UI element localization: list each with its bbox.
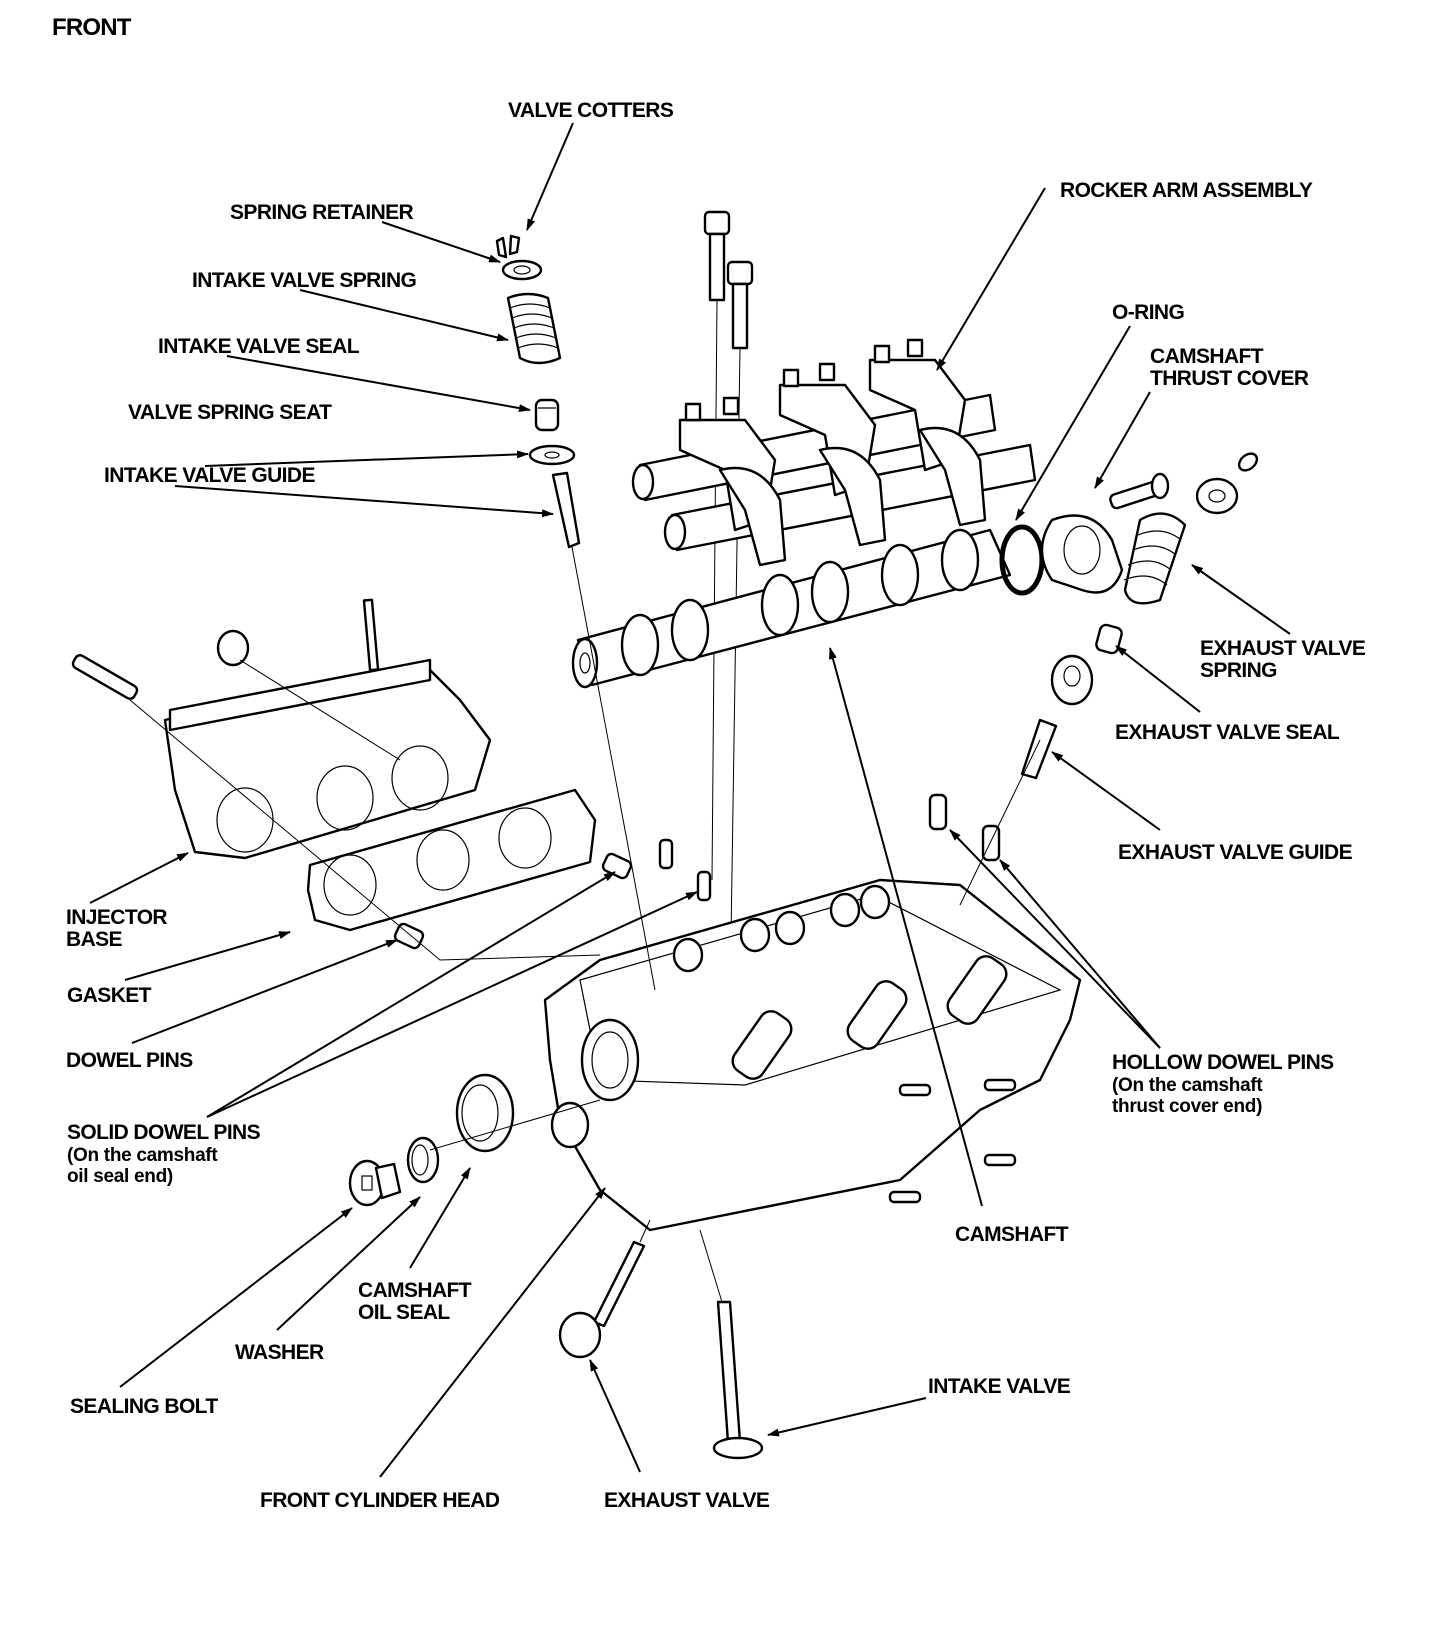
intake-valve-axis bbox=[699, 1229, 723, 1303]
sealing-bolt-part bbox=[348, 1159, 402, 1207]
thrust-cover-bolt-part bbox=[1109, 472, 1170, 510]
leader-valve-cotters bbox=[526, 122, 574, 231]
label-spring-retainer: SPRING RETAINER bbox=[230, 201, 414, 224]
label-exhaust-valve: EXHAUST VALVE bbox=[604, 1489, 770, 1512]
hollow-dowel-pins-part bbox=[928, 793, 1001, 862]
valve-cotters-part bbox=[495, 234, 521, 259]
valve-spring-seat-part bbox=[528, 444, 576, 466]
leader-front-cylinder-head bbox=[379, 1187, 606, 1478]
leader-gasket bbox=[124, 931, 291, 981]
leader-camshaft bbox=[829, 647, 983, 1207]
label-o-ring: O-RING bbox=[1112, 301, 1185, 324]
label-exhaust-valve-seal: EXHAUST VALVE SEAL bbox=[1115, 721, 1340, 744]
leader-solid-dowel-pin-2 bbox=[206, 891, 698, 1118]
leader-sealing-bolt bbox=[119, 1207, 353, 1388]
leader-spring-retainer bbox=[381, 221, 501, 263]
leader-intake-valve-spring bbox=[299, 289, 509, 342]
camshaft-thrust-cover-part bbox=[1040, 514, 1124, 594]
leader-intake-valve-seal bbox=[226, 355, 531, 413]
label-gasket: GASKET bbox=[67, 984, 152, 1007]
exhaust-valve-seal-part bbox=[1095, 623, 1123, 655]
label-intake-valve-spring: INTAKE VALVE SPRING bbox=[192, 269, 417, 292]
leader-exhaust-valve-seal bbox=[1115, 645, 1201, 713]
label-intake-valve-seal: INTAKE VALVE SEAL bbox=[158, 335, 360, 358]
label-camshaft-oil-seal: CAMSHAFT OIL SEAL bbox=[358, 1279, 472, 1324]
injector-nut-part bbox=[216, 629, 250, 667]
label-valve-cotters: VALVE COTTERS bbox=[508, 99, 674, 122]
label-injector-base: INJECTOR BASE bbox=[66, 906, 168, 951]
intake-valve-part bbox=[712, 1300, 764, 1460]
front-cylinder-head-part bbox=[543, 878, 1082, 1232]
label-hollow-dowel-pins-note: (On the camshaft thrust cover end) bbox=[1112, 1075, 1263, 1117]
exhaust-valve-part bbox=[558, 1240, 646, 1359]
leader-injector-base bbox=[89, 852, 189, 904]
label-intake-valve-guide: INTAKE VALVE GUIDE bbox=[104, 464, 315, 487]
rocker-bolts-part bbox=[703, 210, 754, 1201]
leader-exhaust-valve bbox=[589, 1359, 641, 1473]
label-solid-dowel-pins-note: (On the camshaft oil seal end) bbox=[67, 1145, 218, 1187]
exhaust-spring-seat-part bbox=[1050, 654, 1094, 706]
label-front-cylinder-head: FRONT CYLINDER HEAD bbox=[260, 1489, 500, 1512]
leader-dowel-pins bbox=[131, 939, 398, 1044]
intake-valve-spring-part bbox=[506, 292, 562, 365]
leader-camshaft-oil-seal bbox=[409, 1167, 471, 1269]
o-ring-part bbox=[999, 524, 1045, 596]
label-exhaust-valve-guide: EXHAUST VALVE GUIDE bbox=[1118, 841, 1353, 864]
leader-exhaust-valve-spring bbox=[1191, 564, 1291, 635]
label-camshaft: CAMSHAFT bbox=[955, 1223, 1069, 1246]
gasket-part bbox=[306, 788, 597, 932]
leader-hollow-dowel-pin-1 bbox=[949, 829, 1161, 1049]
injector-bolt-axis bbox=[129, 699, 601, 961]
injector-bolt-part bbox=[71, 654, 139, 700]
injector-nut-axis bbox=[239, 659, 401, 761]
exhaust-valve-axis bbox=[639, 1219, 651, 1243]
exhaust-valve-guide-part bbox=[1020, 718, 1058, 780]
label-sealing-bolt: SEALING BOLT bbox=[70, 1395, 218, 1418]
leader-hollow-dowel-pin-2 bbox=[999, 859, 1161, 1049]
leader-o-ring bbox=[1015, 325, 1131, 521]
leader-rocker-arm-assembly bbox=[936, 187, 1046, 371]
intake-guide-axis bbox=[571, 546, 656, 991]
leader-washer bbox=[276, 1196, 421, 1331]
spring-retainer-part bbox=[501, 259, 543, 281]
leader-exhaust-valve-guide bbox=[1051, 751, 1161, 831]
label-camshaft-thrust-cover: CAMSHAFT THRUST COVER bbox=[1150, 345, 1309, 390]
exhaust-cotters-part bbox=[1237, 452, 1259, 472]
exhaust-guide-axis bbox=[959, 739, 1041, 906]
intake-valve-guide-part bbox=[551, 471, 581, 549]
label-washer: WASHER bbox=[235, 1341, 324, 1364]
intake-valve-seal-part bbox=[534, 398, 560, 432]
leader-intake-valve bbox=[767, 1397, 927, 1437]
leader-camshaft-thrust-cover bbox=[1094, 391, 1151, 489]
label-exhaust-valve-spring: EXHAUST VALVE SPRING bbox=[1200, 637, 1366, 682]
solid-dowel-pins-part bbox=[658, 838, 712, 902]
leader-lines bbox=[89, 122, 1291, 1478]
exhaust-spring-retainer-part bbox=[1195, 477, 1239, 515]
injector-base-part bbox=[163, 598, 492, 860]
leader-solid-dowel-pin-1 bbox=[206, 871, 616, 1118]
camshaft-oil-seal-part bbox=[455, 1073, 515, 1153]
label-hollow-dowel-pins: HOLLOW DOWEL PINS bbox=[1112, 1051, 1334, 1074]
rocker-arm-assembly-part bbox=[631, 338, 1037, 567]
diagram-title: FRONT bbox=[52, 14, 131, 41]
label-rocker-arm-assembly: ROCKER ARM ASSEMBLY bbox=[1060, 179, 1313, 202]
washer-part bbox=[406, 1136, 440, 1184]
leader-valve-spring-seat bbox=[204, 450, 529, 467]
label-dowel-pins: DOWEL PINS bbox=[66, 1049, 193, 1072]
leader-intake-valve-guide bbox=[174, 485, 554, 518]
exhaust-valve-spring-part bbox=[1123, 512, 1187, 605]
label-valve-spring-seat: VALVE SPRING SEAT bbox=[128, 401, 332, 424]
camshaft-part bbox=[571, 528, 1012, 689]
oil-seal-axis bbox=[429, 1099, 601, 1151]
label-intake-valve: INTAKE VALVE bbox=[928, 1375, 1071, 1398]
label-solid-dowel-pins: SOLID DOWEL PINS bbox=[67, 1121, 261, 1144]
